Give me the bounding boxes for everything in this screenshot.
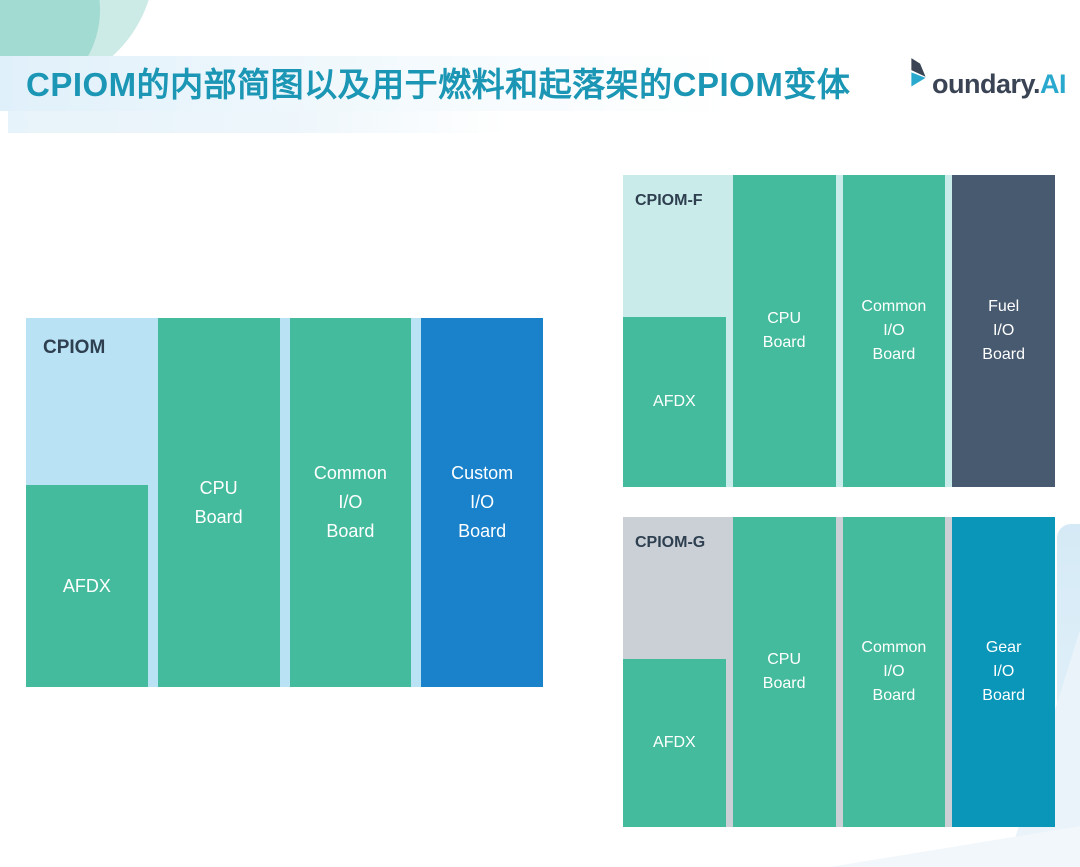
board-label-line: Custom xyxy=(451,463,514,483)
board-label-line: Board xyxy=(872,687,916,704)
afdx-block: AFDX xyxy=(26,485,148,687)
boundary-logo-icon xyxy=(911,58,926,87)
cpiom-g-first-column: CPIOM-G AFDX xyxy=(623,517,726,827)
board-label-line: Board xyxy=(762,334,806,351)
common-io-board-block: Common I/O Board xyxy=(842,517,946,827)
board-label-line: AFDX xyxy=(653,734,696,751)
board-label-line: I/O xyxy=(992,322,1015,339)
diagram-cpiom: CPIOM AFDX CPU Board Common I/O Board Cu… xyxy=(26,318,543,687)
logo-suffix: AI xyxy=(1040,69,1067,99)
diagram-header: CPIOM-G xyxy=(623,517,726,659)
board-label-line: Common xyxy=(861,639,927,656)
cpiom-f-first-column: CPIOM-F AFDX xyxy=(623,175,726,487)
board-label-line: Gear xyxy=(985,639,1022,656)
board-label-line: Board xyxy=(326,521,375,541)
board-label-line: I/O xyxy=(992,663,1015,680)
custom-io-board-block: Custom I/O Board xyxy=(421,318,543,687)
board-label-line: CPU xyxy=(767,310,802,327)
board-label-line: I/O xyxy=(470,492,495,512)
title-underline xyxy=(8,111,508,133)
diagram-cpiom-g: CPIOM-G AFDX CPU Board Common I/O Board … xyxy=(623,517,1055,827)
board-label-line: I/O xyxy=(883,322,905,339)
board-label-line: Board xyxy=(872,346,916,363)
title-band xyxy=(0,56,1080,111)
diagram-label: CPIOM-F xyxy=(635,192,703,209)
brand-logo-text: oundary.AI xyxy=(931,69,1067,102)
cpu-board-block: CPU Board xyxy=(732,175,836,487)
board-label-line: Board xyxy=(982,346,1025,363)
board-label-line: CPU xyxy=(767,651,802,668)
gear-io-board-block: Gear I/O Board xyxy=(952,517,1055,827)
board-label-line: Board xyxy=(982,687,1025,704)
board-label-line: Common xyxy=(861,298,927,315)
board-label-line: Board xyxy=(458,521,507,541)
bottom-right-wedge-decoration xyxy=(830,826,1080,867)
board-label-line: Common xyxy=(313,463,387,483)
common-io-board-block: Common I/O Board xyxy=(842,175,946,487)
brand-logo: oundary.AI xyxy=(907,58,1067,102)
fuel-io-board-block: Fuel I/O Board xyxy=(952,175,1055,487)
diagram-cpiom-f: CPIOM-F AFDX CPU Board Common I/O Board … xyxy=(623,175,1055,487)
diagram-label: CPIOM xyxy=(43,337,106,358)
logo-dot: . xyxy=(1032,69,1041,99)
logo-name: oundary xyxy=(931,69,1034,99)
diagram-header: CPIOM xyxy=(26,318,148,485)
board-label-line: Board xyxy=(762,675,806,692)
cpu-board-block: CPU Board xyxy=(157,318,280,687)
diagram-label: CPIOM-G xyxy=(635,534,706,551)
board-label-line: AFDX xyxy=(62,575,111,596)
cpu-board-block: CPU Board xyxy=(732,517,836,827)
afdx-block: AFDX xyxy=(623,317,726,487)
page-title: CPIOM的内部简图以及用于燃料和起落架的CPIOM变体 xyxy=(26,66,851,103)
cpiom-first-column: CPIOM AFDX xyxy=(26,318,148,687)
afdx-block: AFDX xyxy=(623,659,726,827)
common-io-board-block: Common I/O Board xyxy=(289,318,412,687)
board-label-line: I/O xyxy=(883,663,905,680)
board-label-line: Fuel xyxy=(988,298,1020,315)
board-label-line: CPU xyxy=(199,477,238,498)
board-label-line: AFDX xyxy=(653,393,696,410)
board-label-line: Board xyxy=(194,506,243,527)
diagram-header: CPIOM-F xyxy=(623,175,726,317)
board-label-line: I/O xyxy=(338,492,363,512)
